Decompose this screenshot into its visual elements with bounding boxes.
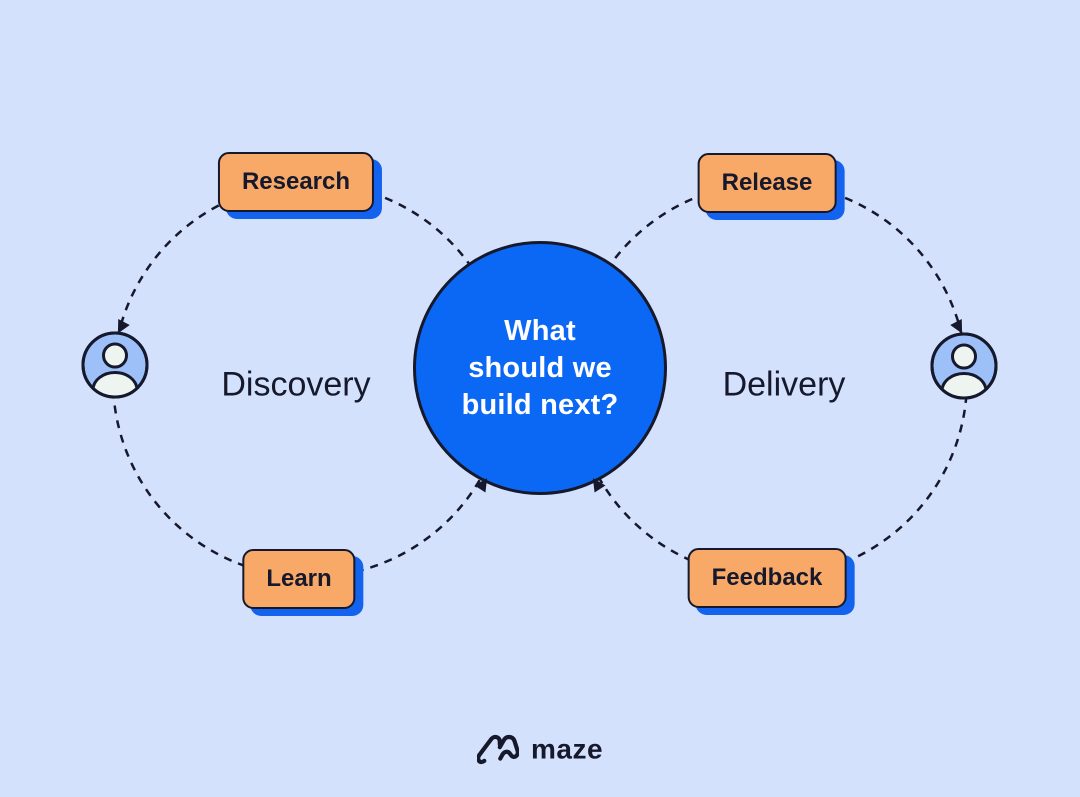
discovery-label: Discovery — [221, 365, 371, 404]
user-avatar-icon — [930, 332, 998, 400]
feedback-step-box: Feedback — [687, 548, 847, 608]
release-step-box: Release — [697, 153, 837, 213]
maze-logo-icon — [476, 734, 519, 765]
brand-footer: maze — [476, 732, 604, 767]
brand-name: maze — [530, 733, 604, 764]
research-step-box: Research — [217, 152, 375, 212]
center-question-line-1: What — [504, 314, 576, 347]
center-question-line-3: build next? — [461, 388, 619, 421]
center-question-line-2: should we — [468, 351, 612, 384]
learn-step-box: Learn — [242, 549, 356, 609]
center-question-circle: What should we build next? — [413, 241, 667, 495]
center-question-text: What should we build next? — [462, 313, 619, 424]
delivery-label: Delivery — [722, 365, 846, 404]
user-avatar-icon — [81, 331, 149, 399]
